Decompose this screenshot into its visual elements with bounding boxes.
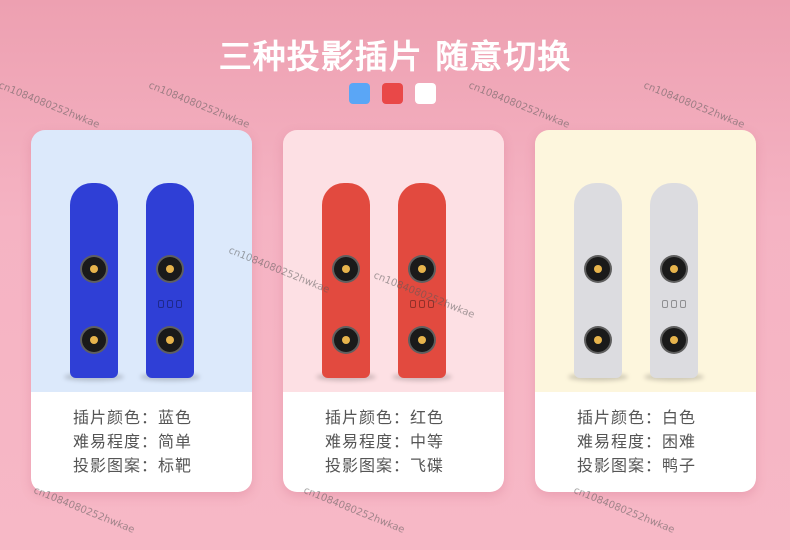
projection-insert: [650, 183, 698, 378]
slot-icons: [662, 300, 686, 308]
pattern-lens-icon: [332, 255, 360, 283]
watermark: cn1084080252hwkae: [0, 80, 102, 131]
watermark: cn1084080252hwkae: [146, 80, 252, 131]
info-line: 投影图案：标靶: [73, 456, 193, 475]
product-image: [283, 130, 504, 392]
product-image: [31, 130, 252, 392]
swatch-blue: [349, 83, 370, 104]
watermark: cn1084080252hwkae: [641, 80, 747, 131]
product-image: [535, 130, 756, 392]
slot-icons: [158, 300, 182, 308]
info-line: 投影图案：鸭子: [577, 456, 697, 475]
pattern-lens-icon: [80, 326, 108, 354]
pattern-lens-icon: [80, 255, 108, 283]
projection-insert: [398, 183, 446, 378]
pattern-lens-icon: [156, 326, 184, 354]
watermark: cn1084080252hwkae: [466, 80, 572, 131]
pattern-lens-icon: [660, 255, 688, 283]
slot-icons: [410, 300, 434, 308]
projection-insert: [146, 183, 194, 378]
pattern-lens-icon: [332, 326, 360, 354]
watermark: cn1084080252hwkae: [571, 485, 677, 536]
info-line: 插片颜色：红色: [325, 408, 445, 427]
info-line: 难易程度：简单: [73, 432, 193, 451]
insert-card: 插片颜色：白色难易程度：困难投影图案：鸭子: [535, 130, 756, 492]
page-title: 三种投影插片 随意切换: [218, 37, 572, 76]
info-line: 插片颜色：白色: [577, 408, 697, 427]
watermark: cn1084080252hwkae: [301, 485, 407, 536]
projection-insert: [322, 183, 370, 378]
pattern-lens-icon: [584, 326, 612, 354]
pattern-lens-icon: [660, 326, 688, 354]
pattern-lens-icon: [584, 255, 612, 283]
insert-card: 插片颜色：红色难易程度：中等投影图案：飞碟: [283, 130, 504, 492]
insert-card: 插片颜色：蓝色难易程度：简单投影图案：标靶: [31, 130, 252, 492]
info-line: 难易程度：中等: [325, 432, 445, 451]
projection-insert: [70, 183, 118, 378]
color-swatches: [349, 83, 436, 104]
watermark: cn1084080252hwkae: [31, 485, 137, 536]
projection-insert: [574, 183, 622, 378]
swatch-white: [415, 83, 436, 104]
insert-info: 插片颜色：红色难易程度：中等投影图案：飞碟: [283, 392, 504, 492]
pattern-lens-icon: [408, 255, 436, 283]
pattern-lens-icon: [156, 255, 184, 283]
swatch-red: [382, 83, 403, 104]
info-line: 投影图案：飞碟: [325, 456, 445, 475]
info-line: 难易程度：困难: [577, 432, 697, 451]
insert-info: 插片颜色：白色难易程度：困难投影图案：鸭子: [535, 392, 756, 492]
info-line: 插片颜色：蓝色: [73, 408, 193, 427]
pattern-lens-icon: [408, 326, 436, 354]
insert-info: 插片颜色：蓝色难易程度：简单投影图案：标靶: [31, 392, 252, 492]
